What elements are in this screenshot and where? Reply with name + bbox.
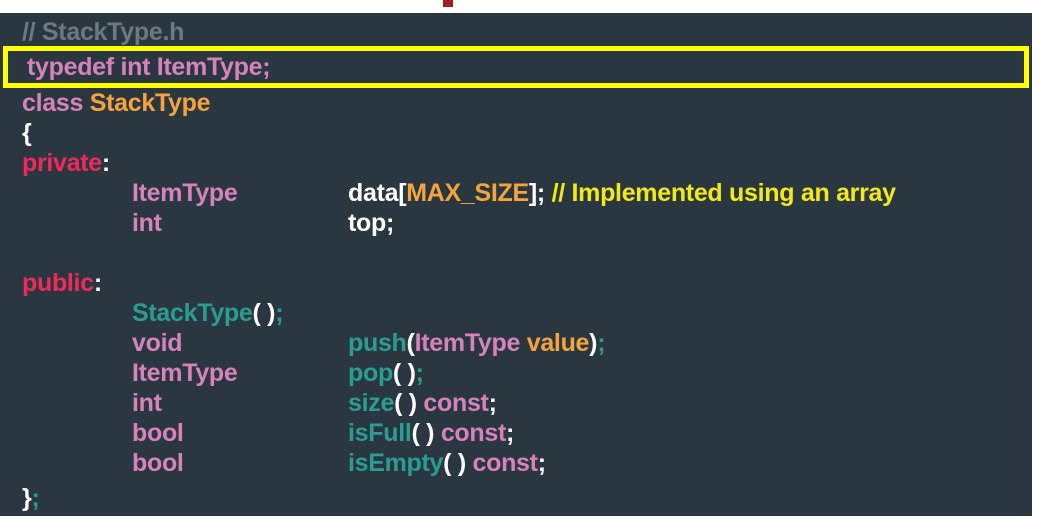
code-line xyxy=(22,238,1032,268)
code-line: class StackType xyxy=(22,88,1032,118)
code-line: bool isFull( ) const; xyxy=(132,418,1032,448)
code-token: ( ) xyxy=(443,449,473,477)
code-line: { xyxy=(22,118,1032,148)
code-token: ; xyxy=(506,419,515,447)
code-token: } xyxy=(22,484,32,512)
code-line: ItemType pop( ); xyxy=(132,358,1032,388)
code-token: ; xyxy=(537,449,546,477)
code-token: const xyxy=(423,389,489,417)
code-line: }; xyxy=(22,483,1032,513)
code-token: ( ) xyxy=(252,299,276,327)
code-line: typedef int ItemType; xyxy=(27,52,1024,82)
code-line: public: xyxy=(22,268,1032,298)
code-line: // StackType.h xyxy=(22,17,1032,47)
code-token: top; xyxy=(348,209,394,237)
code-token: push xyxy=(348,329,407,357)
code-token: { xyxy=(22,119,32,147)
code-line: StackType( ); xyxy=(132,298,1032,328)
code-token: MAX_SIZE xyxy=(406,179,529,207)
code-token: ]; xyxy=(528,179,552,207)
code-token: bool xyxy=(132,449,184,477)
code-token: private xyxy=(22,149,102,177)
code-token: ( ) xyxy=(392,359,416,387)
code-panel: // StackType.h typedef int ItemType; class… xyxy=(0,13,1032,516)
code-token: data[ xyxy=(348,179,407,207)
code-token: ( xyxy=(406,329,415,357)
code-token: ItemType xyxy=(132,179,238,207)
highlight-box: typedef int ItemType; xyxy=(3,46,1029,88)
code-token: int xyxy=(132,209,162,237)
code-token: bool xyxy=(132,419,184,447)
code-token: // StackType.h xyxy=(22,18,185,46)
cropped-title-fragment xyxy=(443,0,453,7)
code-line: bool isEmpty( ) const; xyxy=(132,448,1032,478)
code-token: isEmpty xyxy=(348,449,444,477)
code-token: ItemType xyxy=(132,359,238,387)
code-token: ; xyxy=(597,329,606,357)
code-token: ) xyxy=(589,329,598,357)
code-token: ; xyxy=(275,299,284,327)
code-token: value xyxy=(526,329,590,357)
code-token: void xyxy=(132,329,183,357)
code-token: : xyxy=(93,269,102,297)
code-line: private: xyxy=(22,148,1032,178)
code-token: int xyxy=(132,389,162,417)
code-token: ; xyxy=(488,389,497,417)
code-token: ( ) xyxy=(394,389,424,417)
code-token: public xyxy=(22,269,94,297)
code-line: void push(ItemType value); xyxy=(132,328,1032,358)
code-token: ; xyxy=(415,359,424,387)
code-line: ItemType data[MAX_SIZE]; // Implemented u… xyxy=(132,178,1032,208)
code-token: ItemType xyxy=(414,329,527,357)
code-token: size xyxy=(348,389,395,417)
code-token: ; xyxy=(31,484,40,512)
code-token: pop xyxy=(348,359,393,387)
code-token: const xyxy=(472,449,538,477)
code-line: int size( ) const; xyxy=(132,388,1032,418)
code-token: isFull xyxy=(348,419,412,447)
code-token: // Implemented using an array xyxy=(551,179,896,207)
code-token: class xyxy=(22,89,90,117)
code-token: : xyxy=(101,149,110,177)
code-line: int top; xyxy=(132,208,1032,238)
code-token: const xyxy=(440,419,507,447)
code-token: ( ) xyxy=(411,419,441,447)
code-token: typedef int ItemType; xyxy=(27,53,271,81)
code-token: StackType xyxy=(132,299,253,327)
code-token: StackType xyxy=(89,89,211,117)
